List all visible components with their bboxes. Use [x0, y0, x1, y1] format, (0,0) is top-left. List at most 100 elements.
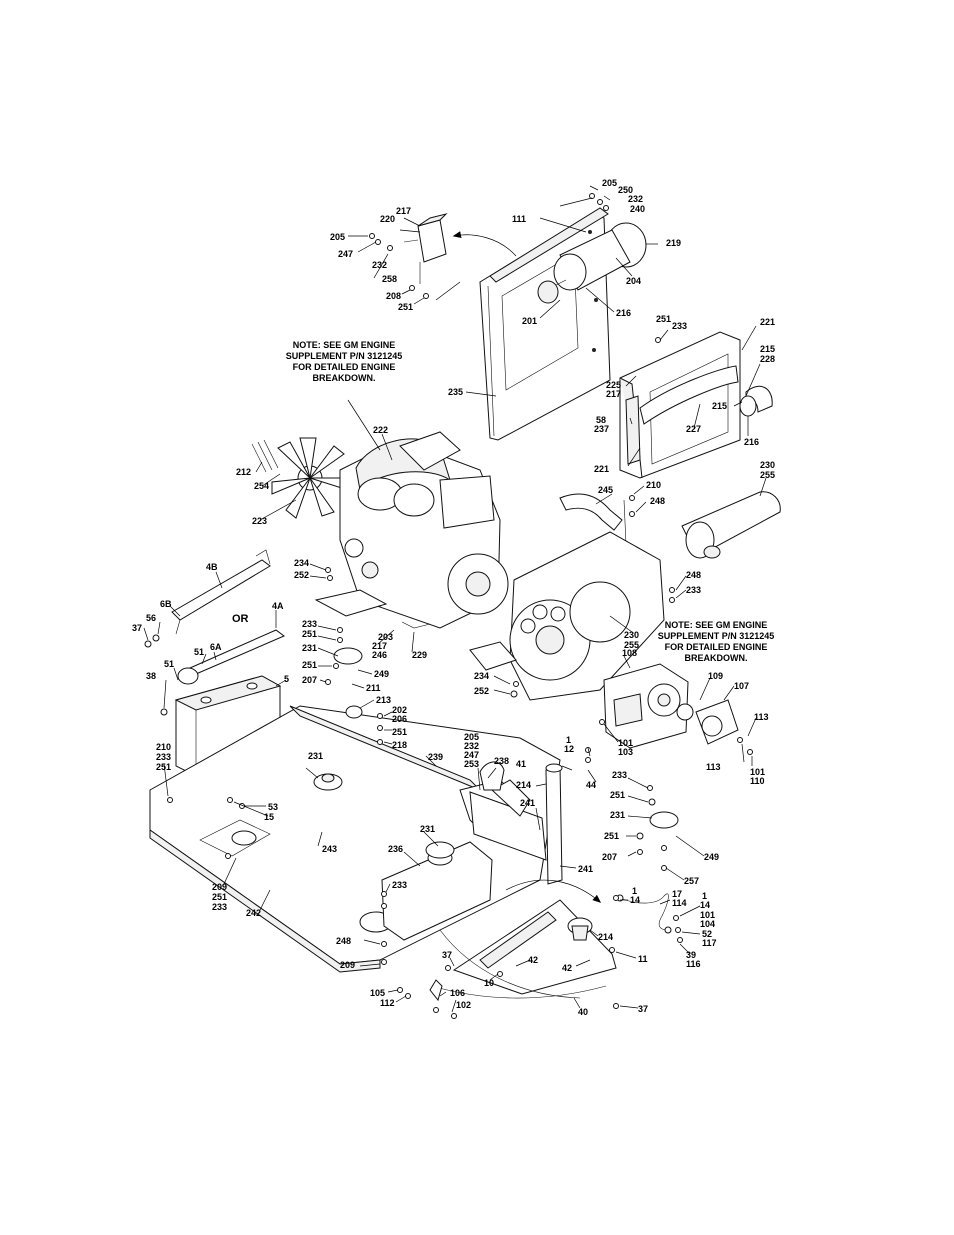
callout: 233	[392, 880, 407, 890]
callout: 206	[392, 714, 407, 724]
callout: 213	[376, 695, 391, 705]
callout: 38	[146, 671, 156, 681]
callout: 251	[392, 727, 407, 737]
callout: 221	[760, 317, 775, 327]
callout: 17	[672, 889, 682, 899]
callout: 215	[712, 401, 727, 411]
callout: 255	[624, 640, 639, 650]
callout: 37	[132, 623, 142, 633]
callout: 223	[252, 516, 267, 526]
callout: 228	[760, 354, 775, 364]
callout: 258	[382, 274, 397, 284]
callout: 237	[594, 424, 609, 434]
callout: 40	[578, 1007, 588, 1017]
callout: 233	[212, 902, 227, 912]
callout: 109	[708, 671, 723, 681]
callout: 205	[602, 178, 617, 188]
callout-labels: 205 250 232 240 111 217 220 205 247 232 …	[132, 178, 775, 1017]
callout: 233	[672, 321, 687, 331]
callout: 233	[686, 585, 701, 595]
callout: 222	[373, 425, 388, 435]
callout: 10	[484, 978, 494, 988]
swing-pivot	[469, 761, 563, 885]
callout: 42	[528, 955, 538, 965]
callout: 113	[754, 712, 769, 722]
callout: 207	[602, 852, 617, 862]
reservoir-arrow	[452, 231, 517, 257]
note-lower-line-3: FOR DETAILED ENGINE	[665, 642, 768, 652]
callout: 214	[516, 780, 531, 790]
callout: 1	[566, 735, 571, 745]
callout: 4A	[272, 601, 284, 611]
sector-outline	[431, 985, 607, 999]
callout: 246	[372, 650, 387, 660]
callout: 231	[308, 751, 323, 761]
callout: 111	[512, 214, 526, 224]
callout: 217	[396, 206, 411, 216]
callout: 249	[704, 852, 719, 862]
callout: 227	[686, 424, 701, 434]
callout: 247	[338, 249, 353, 259]
callout: 117	[702, 938, 717, 948]
callout: 6B	[160, 599, 172, 609]
leader-lines	[143, 185, 767, 1013]
callout: 221	[594, 464, 609, 474]
callout: 217	[372, 641, 387, 651]
callout: 252	[294, 570, 309, 580]
callout: 39	[686, 950, 696, 960]
callout: 233	[612, 770, 627, 780]
callout: 101	[618, 738, 633, 748]
note-engine-lower: NOTE: SEE GM ENGINE SUPPLEMENT P/N 31212…	[658, 620, 775, 663]
callout: 247	[464, 750, 479, 760]
fasteners	[144, 193, 753, 1019]
callout: 251	[604, 831, 619, 841]
callout: 241	[578, 864, 593, 874]
callout: 230	[624, 630, 639, 640]
bell-housing	[469, 531, 665, 701]
callout: 239	[428, 752, 443, 762]
callout: 103	[618, 747, 633, 757]
callout: 201	[522, 316, 537, 326]
callout: 232	[628, 194, 643, 204]
callout: 51	[194, 647, 204, 657]
note-engine-upper: NOTE: SEE GM ENGINE SUPPLEMENT P/N 31212…	[286, 340, 403, 383]
callout: 249	[374, 669, 389, 679]
note-lower-line-1: NOTE: SEE GM ENGINE	[665, 620, 768, 630]
cooling-fan	[251, 437, 351, 519]
callout: 112	[380, 998, 395, 1008]
callout: 229	[412, 650, 427, 660]
callout: 242	[246, 908, 261, 918]
callout: 215	[760, 344, 775, 354]
callout: 108	[622, 648, 637, 658]
callout: 248	[650, 496, 665, 506]
battery-holddown	[171, 549, 285, 685]
engine-mounts	[313, 647, 679, 859]
callout: 232	[464, 741, 479, 751]
callout: 231	[302, 643, 317, 653]
callout: 12	[564, 744, 574, 754]
callout: 209	[212, 882, 227, 892]
callout: 248	[686, 570, 701, 580]
callout: 44	[586, 780, 596, 790]
muffler-upper	[681, 491, 781, 559]
callout: 205	[330, 232, 345, 242]
callout: 251	[656, 314, 671, 324]
callout: 230	[760, 460, 775, 470]
air-cleaner	[537, 222, 647, 304]
callout: 243	[322, 844, 337, 854]
callout: 210	[156, 742, 171, 752]
callout: 234	[474, 671, 489, 681]
callout: 231	[610, 810, 625, 820]
radiator-assembly	[619, 331, 773, 479]
cable-arrow	[505, 879, 602, 903]
callout: 11	[638, 954, 648, 964]
callout: 216	[744, 437, 759, 447]
callout: 4B	[206, 562, 218, 572]
callout: 251	[398, 302, 413, 312]
callout: 245	[598, 485, 613, 495]
callout: 255	[760, 470, 775, 480]
callout: 208	[386, 291, 401, 301]
callout: 231	[420, 824, 435, 834]
callout: 116	[686, 959, 701, 969]
callout: 202	[392, 705, 407, 715]
